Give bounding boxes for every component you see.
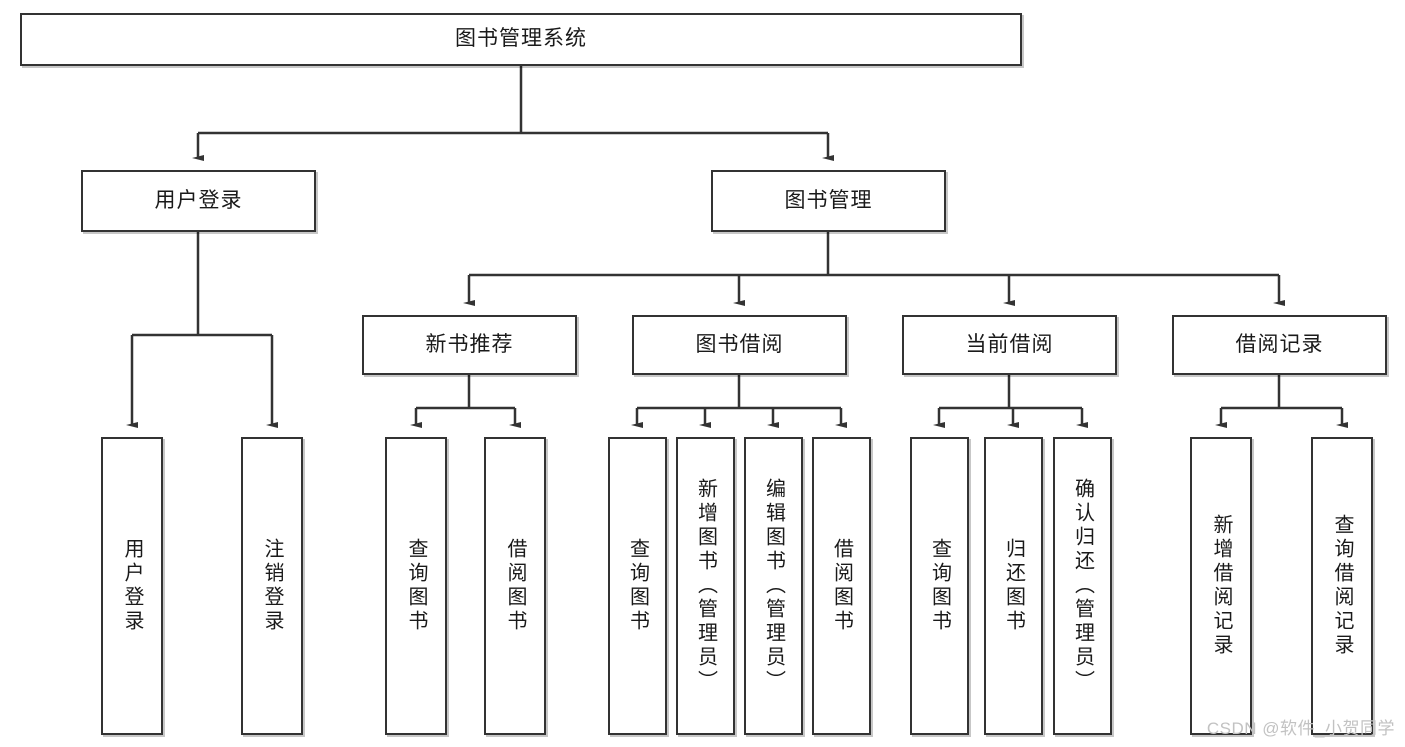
node-label-user-login: 用户登录 [154,188,243,212]
node-label-leaf-return-book: 归还图书 [1002,538,1025,634]
node-root[interactable]: 图书管理系统 [20,13,1022,66]
node-leaf-logout[interactable]: 注销登录 [241,437,303,735]
node-label-borrow-record: 借阅记录 [1235,332,1324,356]
node-label-leaf-add-borrow-record: 新增借阅记录 [1210,514,1232,658]
node-user-login[interactable]: 用户登录 [81,170,316,232]
node-book-management[interactable]: 图书管理 [711,170,946,232]
node-leaf-return-book[interactable]: 归还图书 [984,437,1043,735]
node-leaf-add-borrow-record[interactable]: 新增借阅记录 [1190,437,1252,735]
node-label-new-book-recommend: 新书推荐 [425,332,514,356]
node-label-leaf-borrow-book: 借阅图书 [830,538,853,634]
node-borrow-record[interactable]: 借阅记录 [1172,315,1387,375]
node-current-borrow[interactable]: 当前借阅 [902,315,1117,375]
node-leaf-query-book-borrow[interactable]: 查询图书 [608,437,667,735]
node-label-book-management: 图书管理 [784,188,873,212]
node-label-leaf-add-book-admin: 新增图书（管理员） [694,478,717,694]
node-label-book-borrow: 图书借阅 [695,332,784,356]
node-leaf-borrow-book-recommend[interactable]: 借阅图书 [484,437,546,735]
node-label-current-borrow: 当前借阅 [965,332,1054,356]
node-leaf-query-book-current[interactable]: 查询图书 [910,437,969,735]
node-label-leaf-confirm-return-admin: 确认归还（管理员） [1071,478,1094,694]
node-label-root: 图书管理系统 [455,27,587,51]
connector-group [126,66,1348,428]
node-label-leaf-edit-book-admin: 编辑图书（管理员） [762,478,785,694]
node-label-leaf-query-book-borrow: 查询图书 [626,538,649,634]
node-leaf-query-borrow-record[interactable]: 查询借阅记录 [1311,437,1373,735]
watermark: CSDN @软件_小贺同学 [1206,719,1395,738]
node-leaf-confirm-return-admin[interactable]: 确认归还（管理员） [1053,437,1112,735]
node-label-leaf-borrow-book-recommend: 借阅图书 [504,538,526,634]
node-label-leaf-query-book-current: 查询图书 [928,538,951,634]
node-label-leaf-query-book-recommend: 查询图书 [405,538,427,634]
node-leaf-user-login[interactable]: 用户登录 [101,437,163,735]
node-label-leaf-user-login: 用户登录 [121,538,143,634]
node-label-leaf-logout: 注销登录 [261,538,283,634]
node-new-book-recommend[interactable]: 新书推荐 [362,315,577,375]
node-leaf-borrow-book[interactable]: 借阅图书 [812,437,871,735]
node-leaf-edit-book-admin[interactable]: 编辑图书（管理员） [744,437,803,735]
node-leaf-query-book-recommend[interactable]: 查询图书 [385,437,447,735]
node-leaf-add-book-admin[interactable]: 新增图书（管理员） [676,437,735,735]
node-label-leaf-query-borrow-record: 查询借阅记录 [1331,514,1353,658]
node-book-borrow[interactable]: 图书借阅 [632,315,847,375]
